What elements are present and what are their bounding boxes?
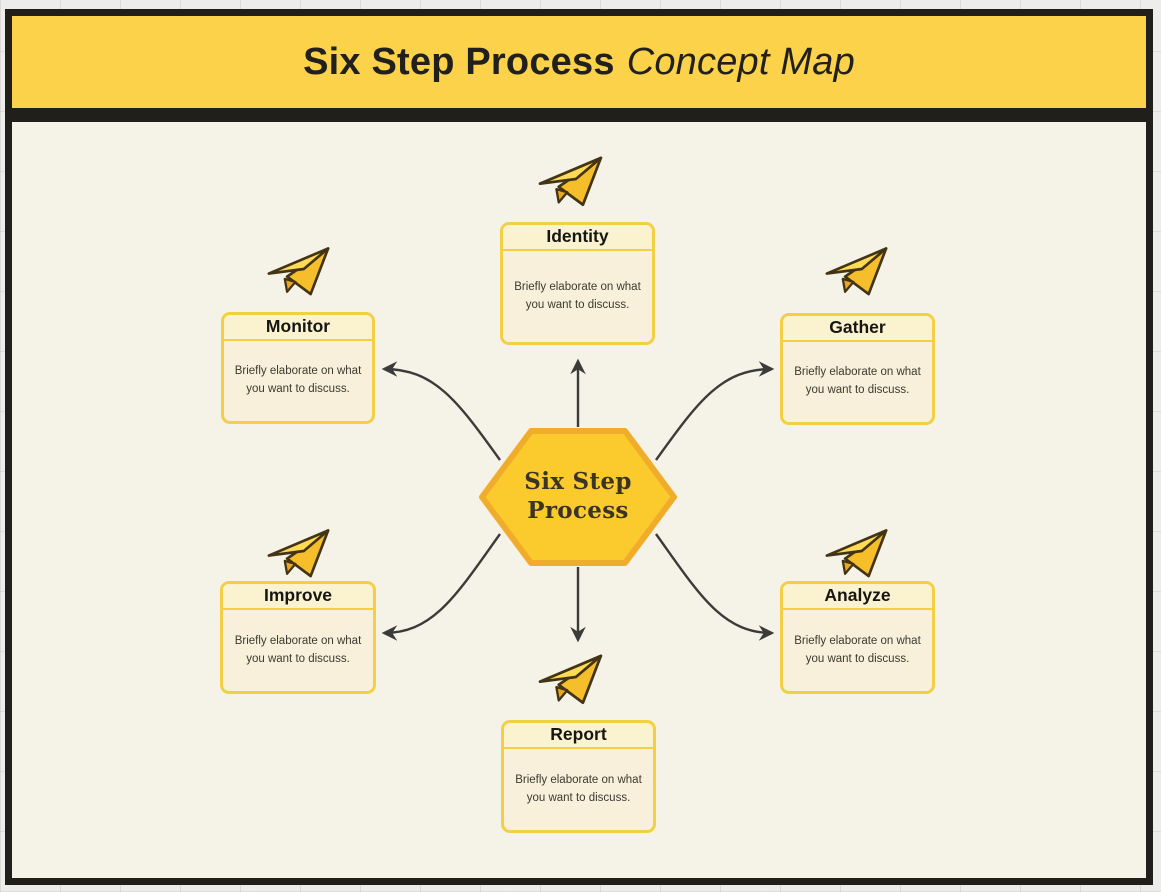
node-report[interactable]: Report Briefly elaborate on what you wan… (501, 720, 656, 833)
node-analyze-title: Analyze (783, 584, 932, 610)
paper-plane-icon (820, 241, 896, 297)
node-gather-body: Briefly elaborate on what you want to di… (794, 366, 921, 396)
title-banner: Six Step Process Concept Map (5, 9, 1153, 115)
paper-plane-icon (820, 523, 896, 579)
node-gather-title: Gather (783, 316, 932, 342)
paper-plane-icon (262, 241, 338, 297)
node-gather[interactable]: Gather Briefly elaborate on what you wan… (780, 313, 935, 425)
page-title: Six Step Process Concept Map (303, 41, 855, 84)
node-improve-title: Improve (223, 584, 373, 610)
node-identity-title: Identity (503, 225, 652, 251)
center-node-line2: Process (527, 497, 629, 524)
node-report-title: Report (504, 723, 653, 749)
node-identity-body: Briefly elaborate on what you want to di… (514, 280, 641, 311)
node-monitor-title: Monitor (224, 315, 372, 341)
center-node-label: Six Step Process (478, 427, 678, 567)
node-report-body: Briefly elaborate on what you want to di… (515, 773, 642, 804)
hexagon-shape (479, 428, 677, 566)
node-analyze-body: Briefly elaborate on what you want to di… (794, 634, 921, 665)
title-accent: Concept Map (626, 40, 855, 83)
center-node[interactable]: Six Step Process (478, 427, 678, 567)
node-analyze[interactable]: Analyze Briefly elaborate on what you wa… (780, 581, 935, 694)
paper-plane-icon (533, 648, 611, 706)
concept-map-canvas: Identity Briefly elaborate on what you w… (5, 115, 1153, 885)
node-improve[interactable]: Improve Briefly elaborate on what you wa… (220, 581, 376, 694)
node-identity[interactable]: Identity Briefly elaborate on what you w… (500, 222, 655, 345)
node-monitor[interactable]: Monitor Briefly elaborate on what you wa… (221, 312, 375, 424)
title-main: Six Step Process (303, 40, 615, 83)
paper-plane-icon (262, 523, 338, 579)
node-monitor-body: Briefly elaborate on what you want to di… (234, 365, 362, 395)
center-node-line1: Six Step (524, 468, 632, 496)
node-improve-body: Briefly elaborate on what you want to di… (234, 634, 362, 665)
paper-plane-icon (533, 150, 611, 208)
